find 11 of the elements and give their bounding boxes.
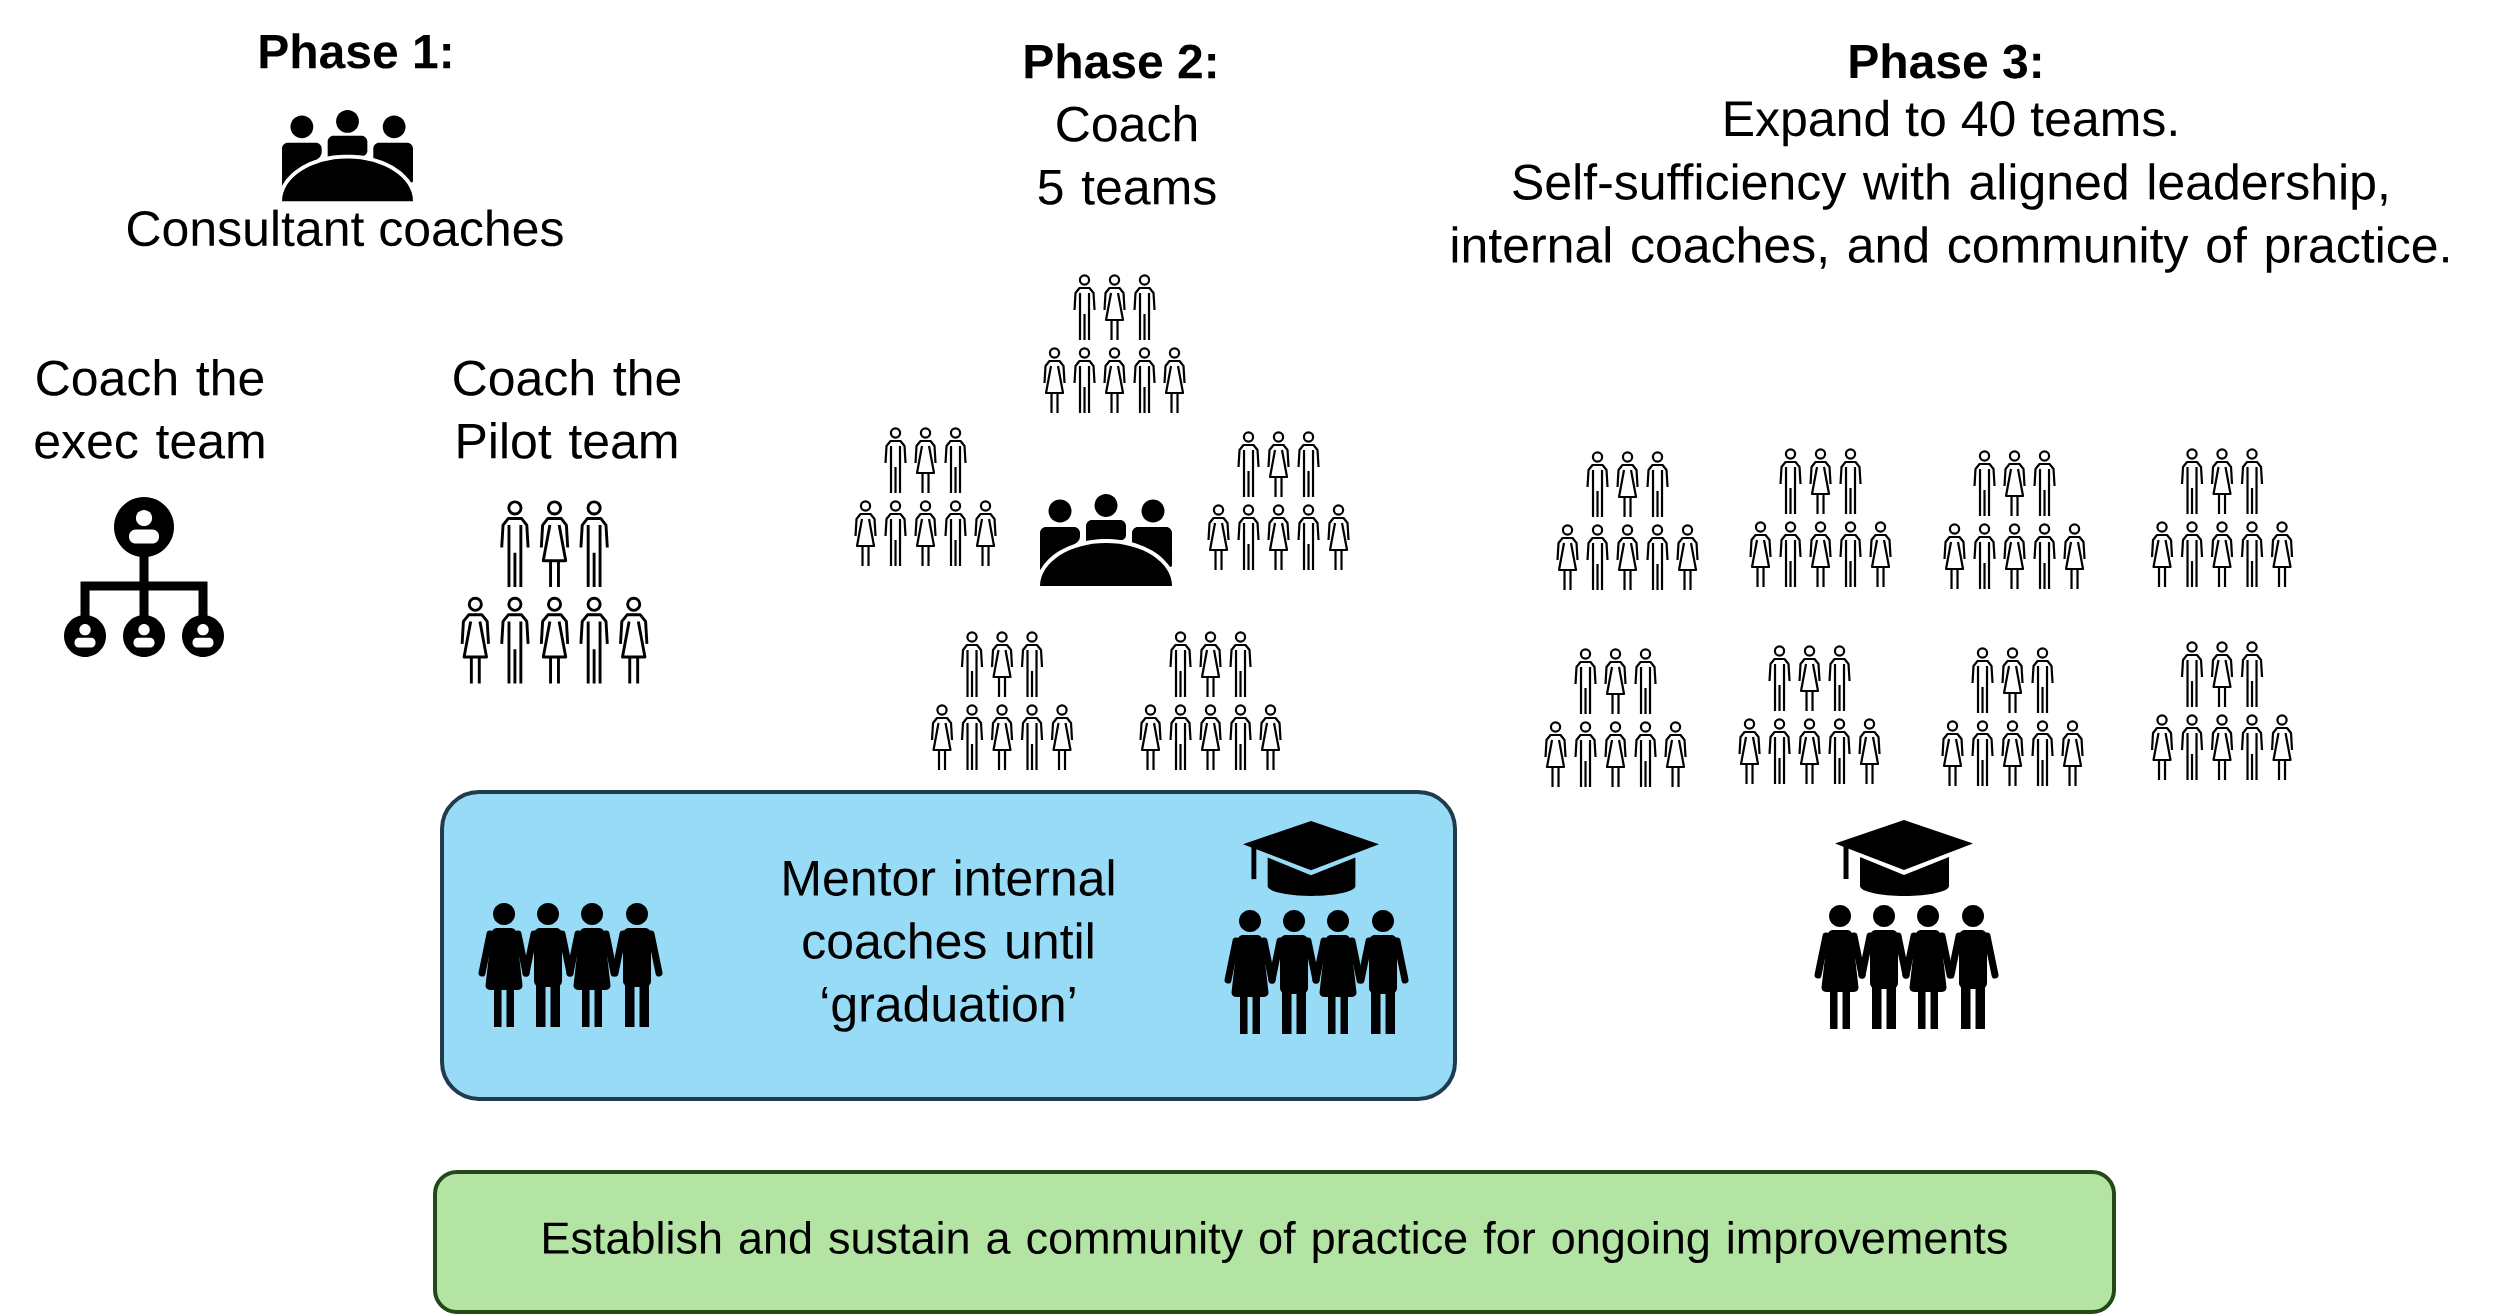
- phase-heading: Phase 1:: [260, 33, 451, 69]
- banner-box: Establish and sustain a community of practice for ongoing improvements: [433, 1170, 2116, 1314]
- phase-description: Self-sufficiency with aligned leadership, internal coaches, and community of practice.: [1452, 163, 2448, 273]
- phase-heading: Phase 3:: [1850, 43, 2041, 79]
- caption: Consultant coaches: [127, 209, 563, 247]
- phase-description: Expand to 40 teams.: [1725, 99, 2176, 147]
- phase-description: Coach 5 teams: [1038, 105, 1216, 205]
- step-label: Coach the exec team: [35, 359, 264, 459]
- step-label: Coach the Pilot team: [454, 359, 681, 459]
- info-box: Mentor internal coaches until ‘graduation’: [440, 790, 1457, 1101]
- phase-heading: Phase 2:: [1025, 43, 1216, 79]
